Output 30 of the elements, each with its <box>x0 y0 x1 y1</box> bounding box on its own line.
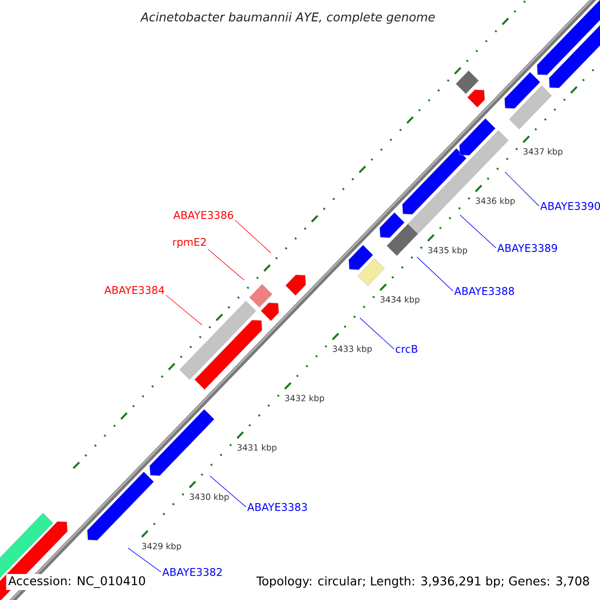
gene-label: crcB <box>396 345 418 353</box>
gene-label: rpmE2 <box>173 238 206 248</box>
tick-label: 3436 kbp <box>476 197 515 206</box>
tick-label: 3437 kbp <box>524 148 562 156</box>
tick-label: 3430 kbp <box>190 493 229 502</box>
tick-label: 3435 kbp <box>428 246 468 256</box>
tick-label: 3431 kbp <box>238 444 276 452</box>
leader-line <box>166 294 202 326</box>
leader-line <box>416 256 454 292</box>
gene-label: ABAYE3383 <box>247 503 307 511</box>
leader-line <box>128 548 162 572</box>
gene-label: ABAYE3390 <box>540 202 600 210</box>
gene-label: ABAYE3384 <box>104 286 164 294</box>
title: Acinetobacter baumannii AYE, complete genome <box>140 12 435 24</box>
leader-line <box>460 214 496 248</box>
tick-label: 3429 kbp <box>142 542 182 551</box>
tick-label: 3433 kbp <box>332 345 372 354</box>
tick-label: 3434 kbp <box>380 296 420 304</box>
leader-line <box>504 172 540 206</box>
gene-label: ABAYE3388 <box>454 287 514 295</box>
leader-line <box>208 248 244 280</box>
footer-text: Topology: circular; Length: 3,936,291 bp; Genes: 3,708 <box>254 574 592 590</box>
tick-label: 3432 kbp <box>285 394 324 403</box>
gene-label: ABAYE3386 <box>173 211 234 219</box>
footer-text: Accession: NC_010410 <box>6 574 148 590</box>
leader-line <box>210 476 246 508</box>
gene-label: ABAYE3382 <box>162 568 222 576</box>
gene-label: ABAYE3389 <box>497 244 557 252</box>
leader-line <box>234 220 272 254</box>
leader-line <box>360 318 394 350</box>
